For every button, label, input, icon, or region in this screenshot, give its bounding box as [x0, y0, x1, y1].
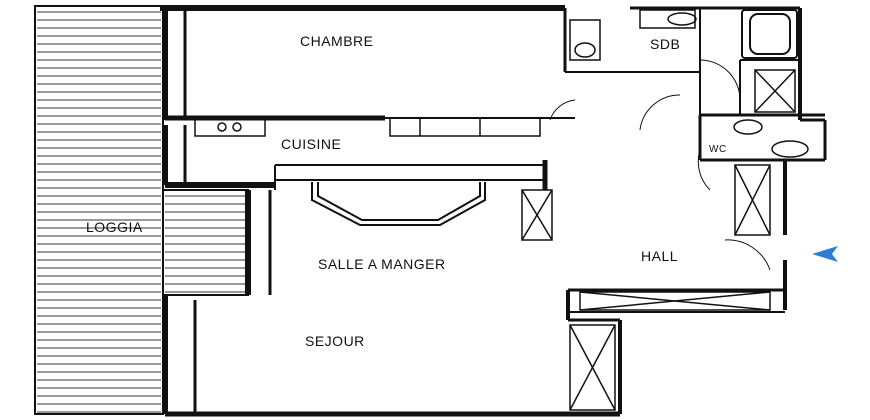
- walls: [160, 5, 827, 417]
- room-label-salle-a-manger: SALLE A MANGER: [318, 256, 446, 272]
- room-label-sejour: SEJOUR: [305, 333, 365, 349]
- wc-fixtures: [733, 119, 809, 158]
- closets: [521, 69, 796, 411]
- room-label-cuisine: CUISINE: [281, 136, 342, 152]
- kitchen-counter: [194, 117, 541, 137]
- entrance-arrow-icon: [812, 246, 838, 262]
- room-label-loggia: LOGGIA: [86, 219, 143, 235]
- washbasin: [639, 9, 697, 29]
- toilet-sdb: [569, 19, 601, 61]
- loggia-area: [34, 5, 249, 415]
- bathtub: [741, 9, 798, 59]
- dining-bay: [311, 182, 486, 226]
- room-label-wc: WC: [709, 144, 727, 155]
- room-label-sdb: SDB: [650, 36, 681, 52]
- room-label-hall: HALL: [641, 248, 679, 264]
- room-label-chambre: CHAMBRE: [300, 33, 374, 49]
- doors: [549, 59, 771, 271]
